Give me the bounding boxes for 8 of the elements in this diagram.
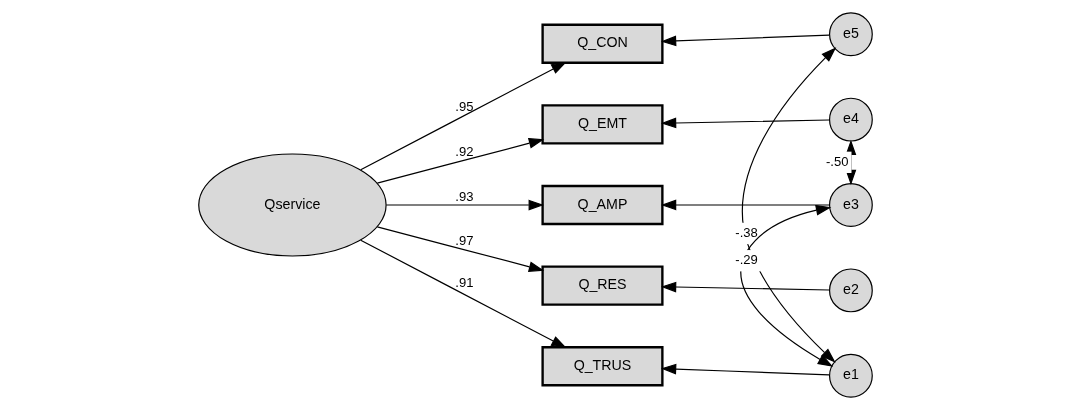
edge-label: .95 <box>455 99 474 115</box>
edge-label: -.38 <box>735 224 758 240</box>
edge-label: .92 <box>455 144 474 160</box>
edge-label: -.50 <box>826 153 849 169</box>
edge-label: .97 <box>455 233 474 249</box>
edge-label: .91 <box>455 274 474 290</box>
edge-label: -.29 <box>735 252 758 268</box>
edge-label: .93 <box>455 189 474 205</box>
